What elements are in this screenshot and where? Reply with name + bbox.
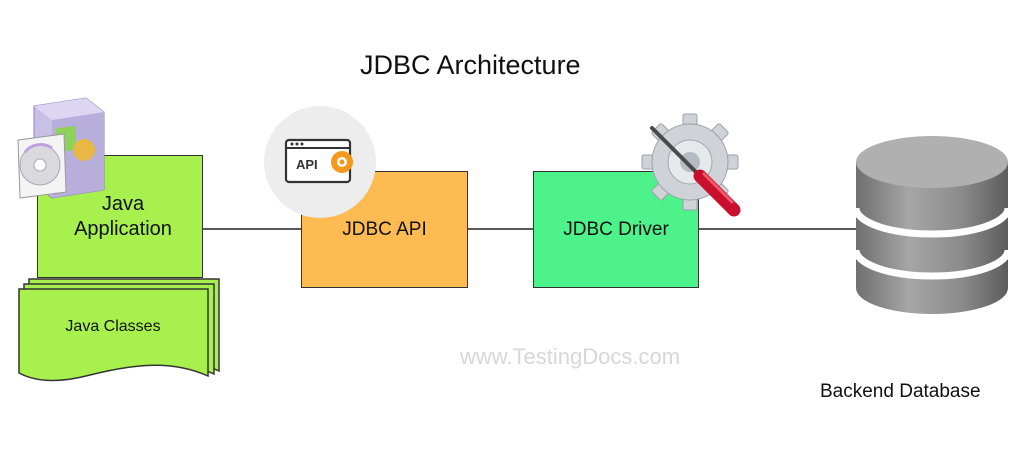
watermark-text: www.TestingDocs.com — [460, 344, 681, 369]
api-badge-text: API — [296, 157, 318, 172]
jdbc-driver-label: JDBC Driver — [563, 218, 669, 240]
backend-database-label: Backend Database — [820, 381, 981, 402]
api-gear-glyph — [331, 151, 353, 173]
screwdriver-glyph — [650, 126, 741, 217]
jdbc-api-box: JDBC API — [301, 171, 468, 288]
diagram-title: JDBC Architecture — [360, 50, 581, 80]
java-application-box: Java Application — [37, 155, 203, 278]
jdbc-api-label: JDBC API — [342, 218, 427, 240]
java-classes-label: Java Classes — [65, 318, 161, 335]
java-classes-sheet-front — [18, 288, 209, 382]
java-application-label: Java Application — [74, 192, 172, 240]
